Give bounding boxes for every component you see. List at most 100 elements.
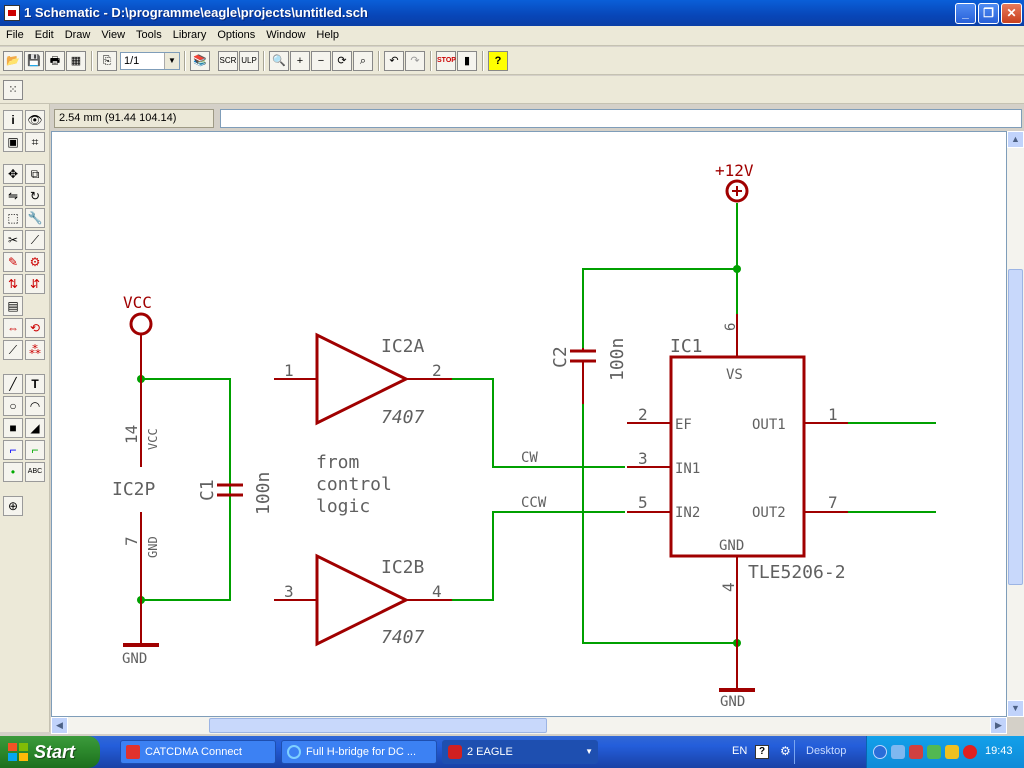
net-label-ccw[interactable]: CCW — [521, 495, 547, 511]
rotate-icon[interactable]: ↻ — [25, 186, 45, 206]
schematic-canvas[interactable]: VCC GND +12V GND IC2P 14 VCC 7 GND C1 10… — [51, 131, 1007, 717]
scroll-left-icon[interactable]: ◀ — [51, 717, 68, 734]
horizontal-scrollbar[interactable]: ◀ ▶ — [51, 717, 1007, 734]
menu-tools[interactable]: Tools — [136, 29, 162, 41]
ic1-body[interactable] — [669, 355, 806, 558]
copy-icon[interactable]: ⧉ — [25, 164, 45, 184]
tray-back-icon[interactable] — [873, 745, 887, 759]
split-icon[interactable]: ⁂ — [25, 340, 45, 360]
mirror-icon[interactable]: ⇋ — [3, 186, 23, 206]
language-indicator[interactable]: EN — [732, 745, 748, 757]
menu-options[interactable]: Options — [217, 29, 256, 41]
zoom-select-icon[interactable]: ⌕ — [353, 51, 373, 71]
open-icon[interactable]: 📂 — [3, 51, 23, 71]
script-icon[interactable]: SCR — [218, 51, 238, 71]
show-icon[interactable]: 👁 — [25, 110, 45, 130]
vertical-scrollbar[interactable]: ▲ ▼ — [1007, 131, 1024, 717]
menu-help[interactable]: Help — [316, 29, 340, 41]
pinswap-icon[interactable]: ⇅ — [3, 274, 23, 294]
tray-settings-icon[interactable]: ⚙ — [780, 744, 791, 758]
v12-symbol[interactable] — [725, 179, 749, 203]
smash-icon[interactable]: ⟋ — [3, 340, 23, 360]
junction-icon[interactable]: • — [3, 462, 23, 482]
vertical-scroll-thumb[interactable] — [1008, 269, 1023, 585]
paste-icon[interactable]: ⟋ — [25, 230, 45, 250]
circle-icon[interactable]: ○ — [3, 396, 23, 416]
erc-icon[interactable]: ⊕ — [3, 496, 23, 516]
print-icon[interactable]: 🖶 — [45, 51, 65, 71]
sheet-select[interactable]: 1/1 ▼ — [120, 52, 180, 70]
command-input[interactable] — [220, 109, 1022, 128]
label-icon[interactable]: ABC — [25, 462, 45, 482]
grid-icon[interactable]: ⁙ — [3, 80, 23, 100]
scroll-up-icon[interactable]: ▲ — [1007, 131, 1024, 148]
cam-processor-icon[interactable]: ▦ — [66, 51, 86, 71]
wire-icon[interactable]: ╱ — [3, 374, 23, 394]
language-help-icon[interactable]: ? — [755, 745, 769, 759]
wire-c2-gnd[interactable] — [582, 404, 737, 644]
menu-edit[interactable]: Edit — [34, 29, 54, 41]
update-icon[interactable] — [963, 745, 977, 759]
restore-button[interactable]: ❐ — [978, 3, 999, 24]
text-icon[interactable]: T — [25, 374, 45, 394]
horizontal-scroll-thumb[interactable] — [209, 718, 547, 733]
polygon-icon[interactable]: ◢ — [25, 418, 45, 438]
redraw-icon[interactable]: ⟳ — [332, 51, 352, 71]
help-icon[interactable]: ? — [488, 51, 508, 71]
add-icon[interactable]: ⚙ — [25, 252, 45, 272]
stop-icon[interactable]: STOP — [436, 51, 456, 71]
antivirus-icon[interactable] — [927, 745, 941, 759]
wire-c1-loop[interactable] — [141, 378, 231, 601]
replace-icon[interactable]: ▤ — [3, 296, 23, 316]
menu-view[interactable]: View — [101, 29, 126, 41]
zoom-out-icon[interactable]: − — [311, 51, 331, 71]
menu-file[interactable]: File — [6, 29, 24, 41]
wire-ccw[interactable] — [452, 511, 625, 601]
move-icon[interactable]: ✥ — [3, 164, 23, 184]
rect-icon[interactable]: ■ — [3, 418, 23, 438]
menu-library[interactable]: Library — [172, 29, 207, 41]
scroll-down-icon[interactable]: ▼ — [1007, 700, 1024, 717]
minimize-button[interactable]: _ — [955, 3, 976, 24]
wire-cw[interactable] — [452, 378, 625, 468]
gateswap-icon[interactable]: ⇵ — [25, 274, 45, 294]
start-button[interactable]: Start — [0, 736, 100, 768]
sheet-icon[interactable]: ⎘ — [97, 51, 117, 71]
delete-icon[interactable]: ✎ — [3, 252, 23, 272]
name-icon[interactable]: ⇔ — [3, 318, 23, 338]
display-icon[interactable] — [909, 745, 923, 759]
go-icon[interactable]: ▮ — [457, 51, 477, 71]
menu-window[interactable]: Window — [266, 29, 306, 41]
net-label-cw[interactable]: CW — [521, 450, 538, 466]
close-button[interactable]: ✕ — [1001, 3, 1022, 24]
change-icon[interactable]: 🔧 — [25, 208, 45, 228]
task-eagle[interactable]: 2 EAGLE ▼ — [442, 740, 598, 764]
display-layers-icon[interactable]: ▣ — [3, 132, 23, 152]
mark-icon[interactable]: ⌗ — [25, 132, 45, 152]
net-icon[interactable]: ⌐ — [25, 440, 45, 460]
eagle-app-icon[interactable] — [4, 5, 20, 21]
messenger-icon[interactable] — [945, 745, 959, 759]
undo-icon[interactable]: ↶ — [384, 51, 404, 71]
save-icon[interactable]: 💾 — [24, 51, 44, 71]
task-browser[interactable]: Full H-bridge for DC ... — [281, 740, 437, 764]
wire-c2-vs[interactable] — [582, 268, 737, 348]
menu-draw[interactable]: Draw — [64, 29, 91, 41]
zoom-fit-icon[interactable]: 🔍 — [269, 51, 289, 71]
task-catcdma[interactable]: CATCDMA Connect — [120, 740, 276, 764]
ulp-icon[interactable]: ULP — [239, 51, 259, 71]
use-library-icon[interactable]: 📚 — [190, 51, 210, 71]
group-icon[interactable]: ⬚ — [3, 208, 23, 228]
cut-icon[interactable]: ✂ — [3, 230, 23, 250]
clock[interactable]: 19:43 — [985, 745, 1013, 757]
info-icon[interactable]: i — [3, 110, 23, 130]
network-icon[interactable] — [891, 745, 905, 759]
desktop-toolbar-label[interactable]: Desktop — [806, 745, 847, 757]
chevron-down-icon[interactable]: ▼ — [164, 53, 179, 69]
zoom-in-icon[interactable]: + — [290, 51, 310, 71]
arc-icon[interactable]: ◠ — [25, 396, 45, 416]
bus-icon[interactable]: ⌐ — [3, 440, 23, 460]
vcc-symbol[interactable] — [129, 312, 153, 336]
redo-icon[interactable]: ↷ — [405, 51, 425, 71]
value-icon[interactable]: ⟲ — [25, 318, 45, 338]
